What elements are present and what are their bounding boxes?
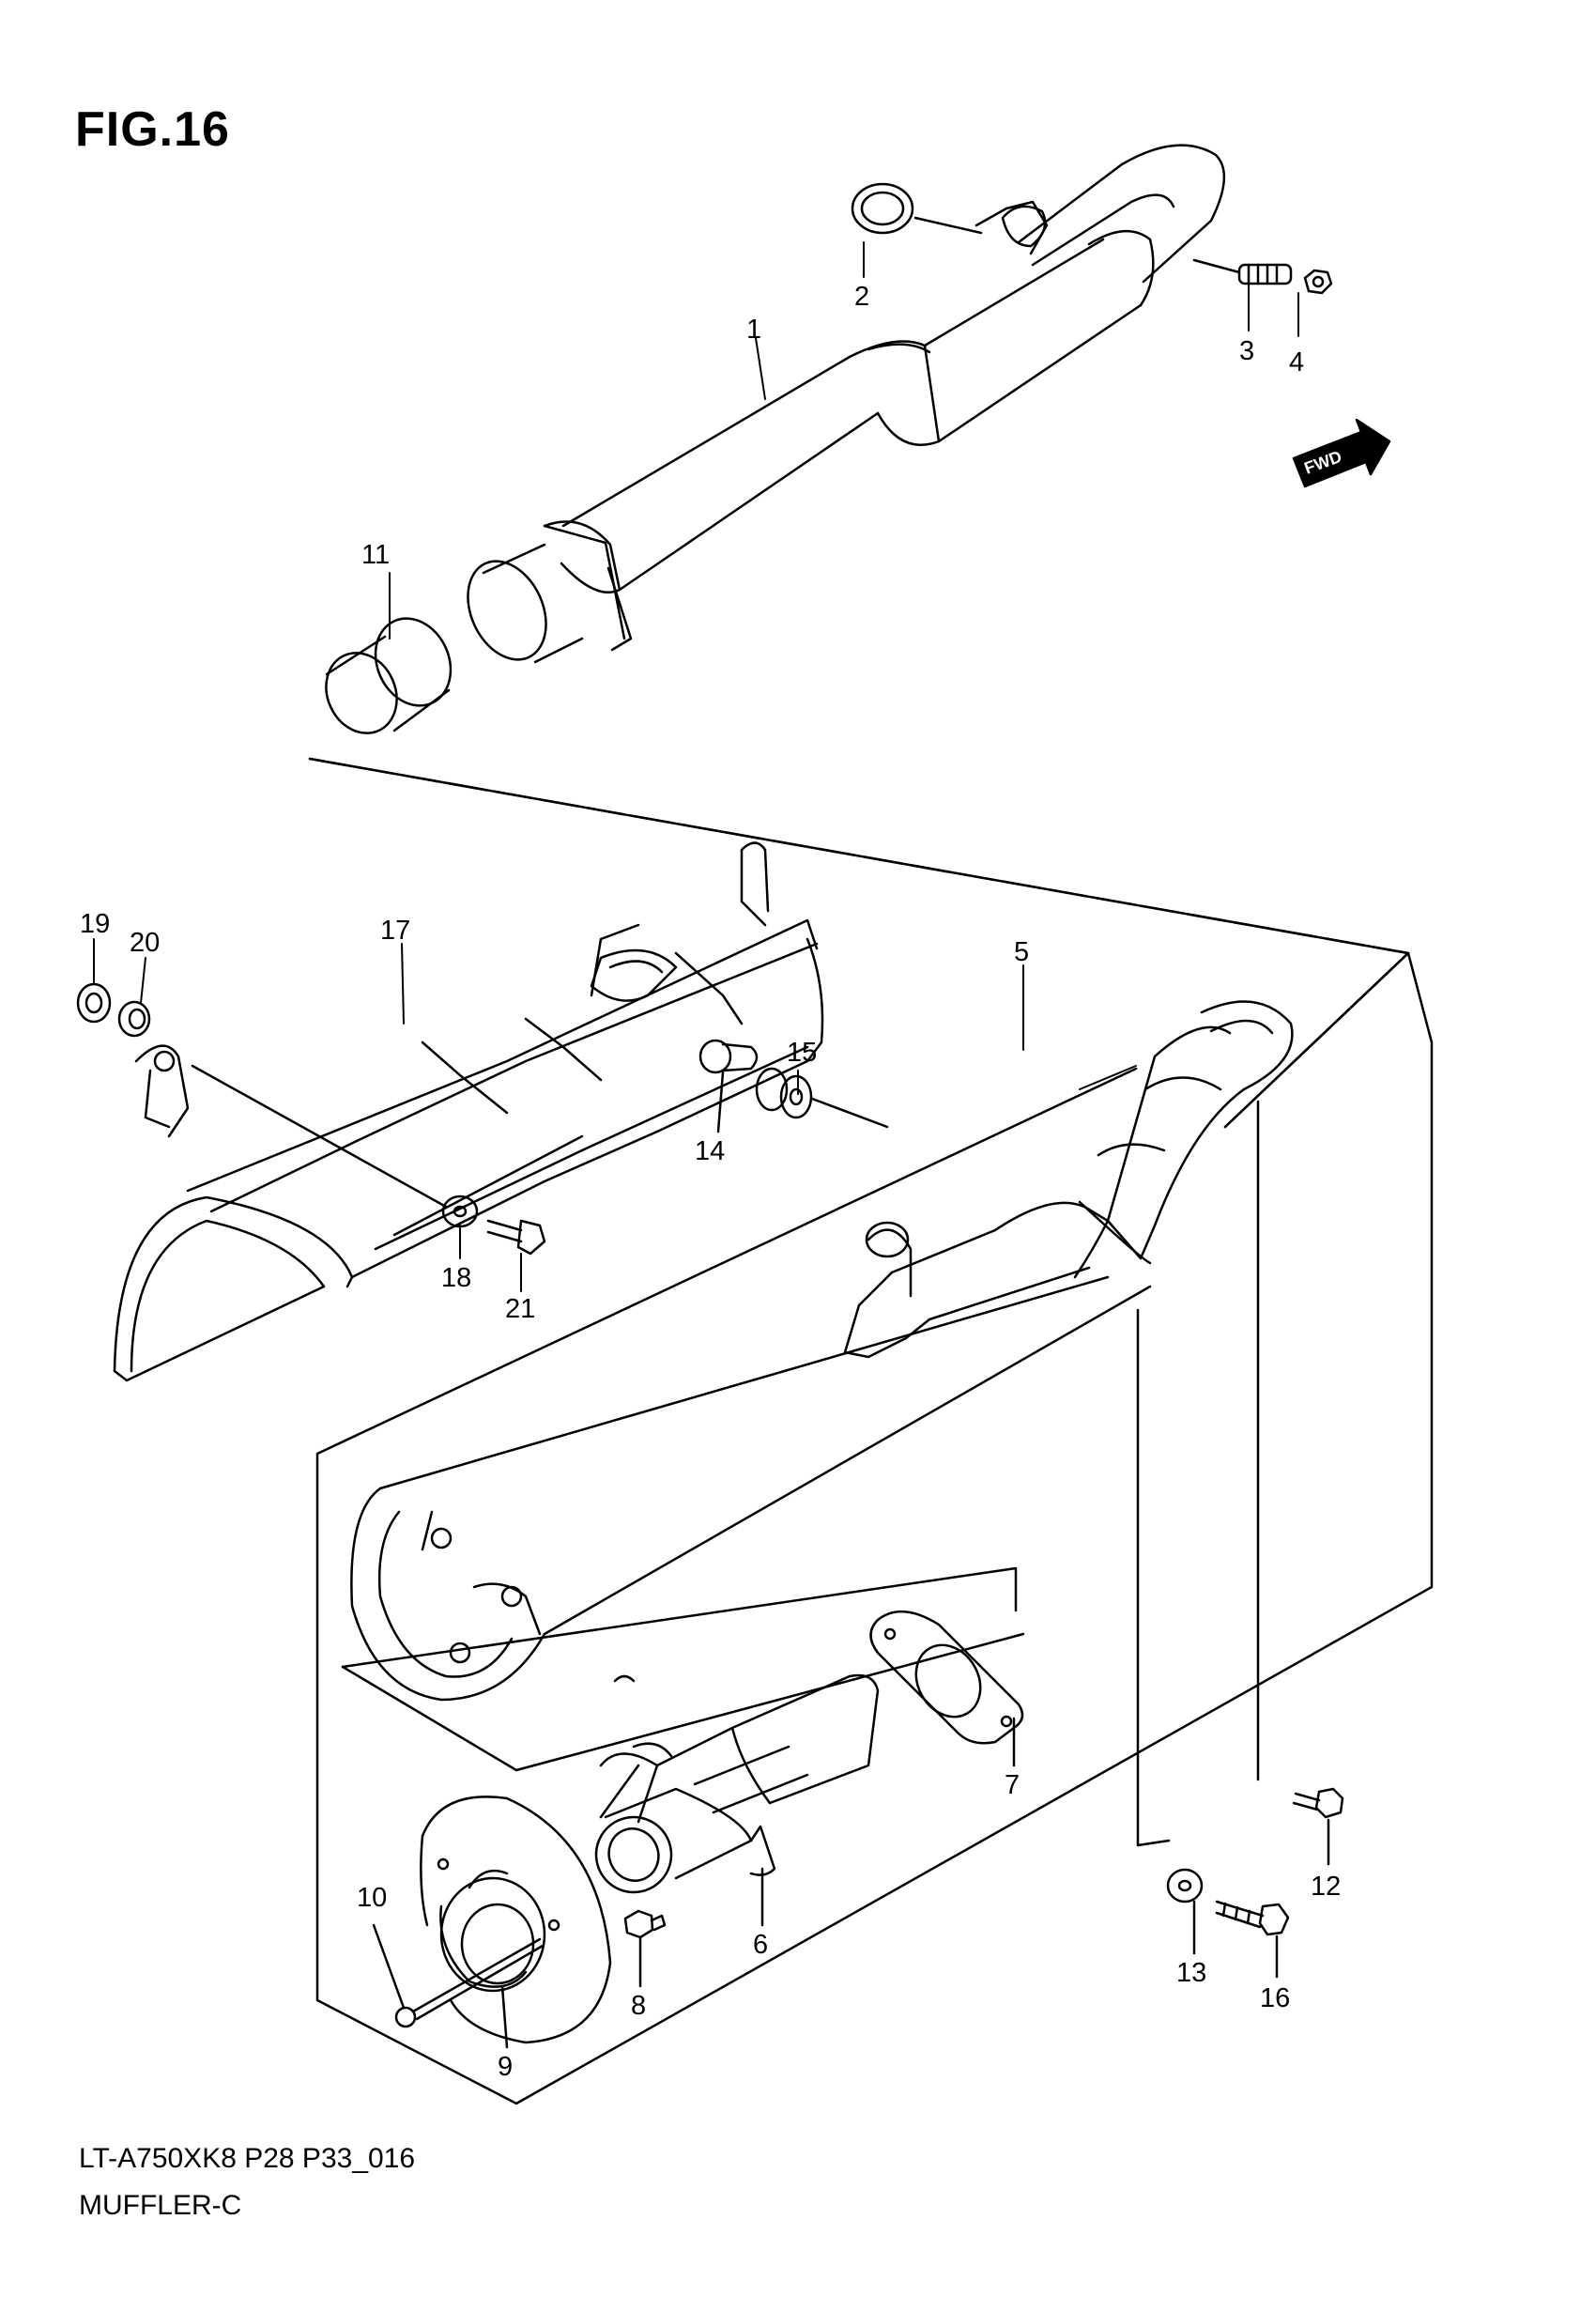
front-pipe-part-1: [467, 144, 1226, 664]
end-cap-part-9: [420, 1796, 612, 2049]
callout-13: 13: [1176, 1958, 1206, 1988]
callout-5: 5: [1014, 937, 1029, 967]
callout-leaders: [93, 241, 1299, 1292]
bolt-part-21: [486, 1219, 546, 1256]
screw-part-8: [623, 1909, 667, 1988]
rear-muffler-part-5: [350, 1000, 1294, 1702]
assembly-guide-upper: [308, 757, 1410, 1129]
callout-19: 19: [80, 909, 110, 939]
callout-16: 16: [1260, 1983, 1290, 2013]
callout-11: 11: [361, 540, 390, 570]
assembly-guide-inner: [341, 1632, 1025, 1772]
assembly-guide-part-13: [1136, 1308, 1171, 1847]
model-code: LT-A750XK8 P28 P33_016: [79, 2143, 416, 2174]
grommet-part-20: [117, 1000, 151, 1038]
gasket-part-7: [869, 1610, 1024, 1767]
spark-arrester-part-6: [594, 1673, 880, 1927]
assembly-guide-dashed: [308, 757, 1410, 955]
washer-part-13: [1166, 1868, 1204, 1955]
screw-part-10: [372, 1923, 545, 2028]
callout-9: 9: [498, 2052, 513, 2082]
callout-14: 14: [695, 1136, 725, 1166]
cushion-part-15: [755, 1067, 889, 1129]
callout-6: 6: [753, 1930, 768, 1960]
fwd-arrow: [1292, 418, 1391, 488]
washer-part-19: [76, 982, 112, 1024]
callout-2: 2: [854, 282, 869, 312]
gasket-part-2: [851, 182, 983, 235]
sleeve-part-11: [325, 617, 453, 734]
stud-bolt-part-3: [1192, 258, 1293, 285]
heat-shield-part-17: [113, 841, 824, 1382]
callout-20: 20: [130, 928, 160, 958]
callout-8: 8: [631, 1991, 646, 2021]
callout-15: 15: [787, 1038, 817, 1068]
bolt-part-12: [1292, 1787, 1344, 1866]
callout-4: 4: [1289, 347, 1304, 378]
callout-21: 21: [505, 1294, 535, 1324]
callout-12: 12: [1311, 1872, 1341, 1902]
collar-part-14: [698, 1039, 759, 1133]
figure-name: MUFFLER-C: [79, 2190, 242, 2221]
callout-1: 1: [746, 315, 761, 345]
callout-18: 18: [441, 1263, 471, 1293]
assembly-guide-middle: [341, 1566, 1018, 1669]
assembly-guide-lower: [315, 951, 1434, 2105]
callout-numbers: 1 2 3 4 5 6 7 8 9 10 11 12 13 14 15 16 1…: [80, 282, 1341, 2082]
callout-10: 10: [357, 1883, 387, 1913]
callout-7: 7: [1005, 1770, 1020, 1800]
figure-title: FIG.16: [75, 102, 230, 157]
nut-part-4: [1303, 269, 1333, 295]
bolt-part-16: [1215, 1900, 1290, 1979]
callout-3: 3: [1239, 336, 1254, 366]
callout-17: 17: [380, 916, 410, 946]
